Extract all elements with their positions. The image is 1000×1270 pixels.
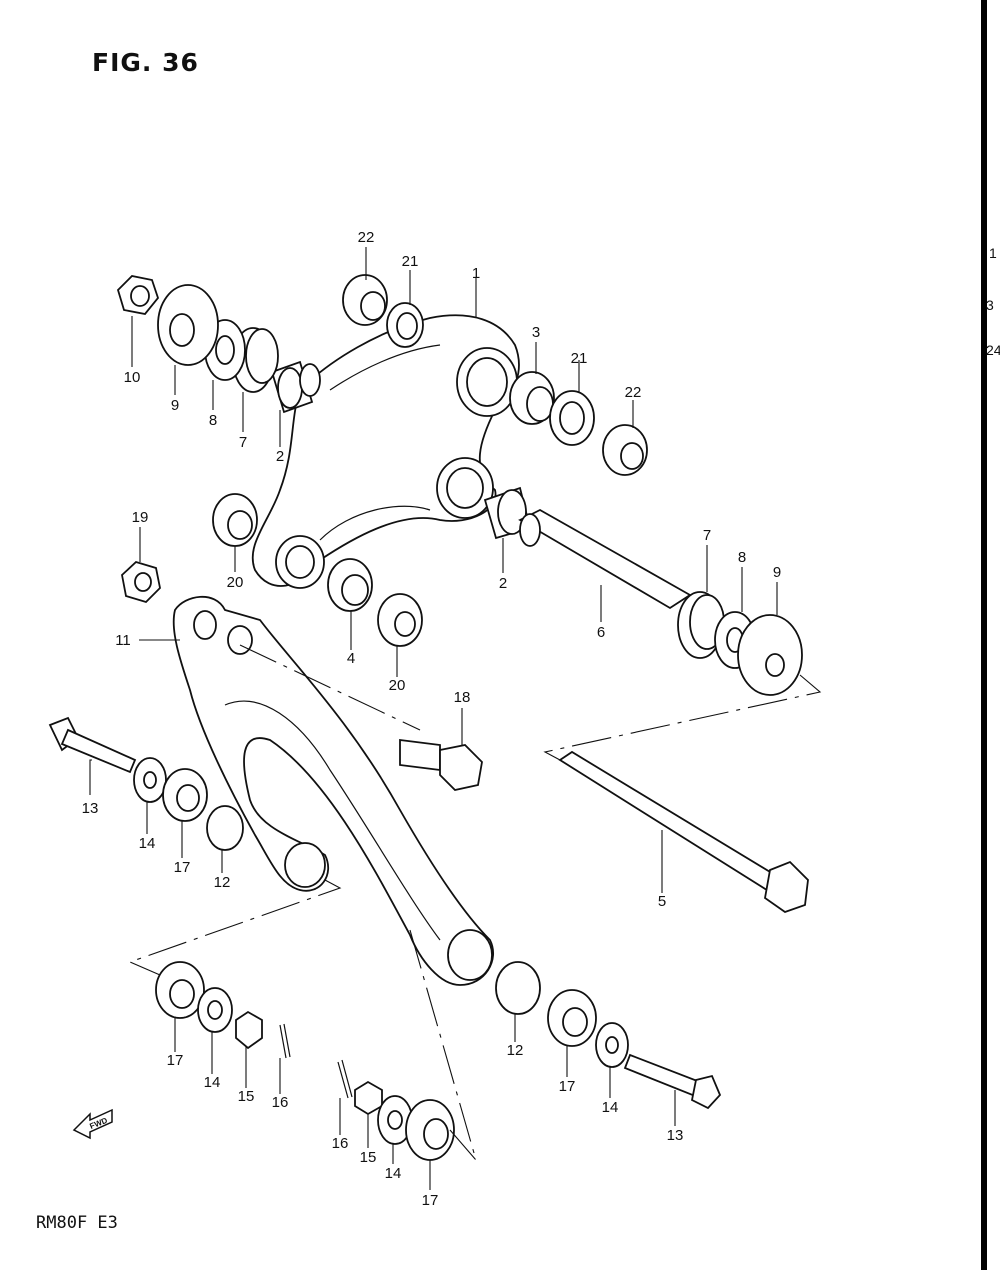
bolt-13-left xyxy=(48,716,137,774)
spacer-20-right xyxy=(377,593,423,647)
cushion-rod xyxy=(172,595,495,986)
callout-21-top: 21 xyxy=(402,253,419,270)
spacer-20-left xyxy=(212,493,258,547)
callout-13-left: 13 xyxy=(82,800,99,817)
callout-16-left: 16 xyxy=(272,1094,289,1111)
callout-17-center: 17 xyxy=(422,1192,439,1209)
callout-14-lower-right: 14 xyxy=(602,1099,619,1116)
callout-22-right: 22 xyxy=(625,384,642,401)
washer-14-lower-right xyxy=(595,1022,629,1068)
bushing-17-center xyxy=(405,1099,455,1161)
callout-7-right: 7 xyxy=(703,527,711,544)
callout-10: 10 xyxy=(124,369,141,386)
callout-1: 1 xyxy=(472,265,480,282)
seal-top xyxy=(386,302,424,348)
callout-4: 4 xyxy=(347,650,355,667)
callout-14-center: 14 xyxy=(385,1165,402,1182)
bushing-right xyxy=(509,371,555,425)
bolt-5 xyxy=(558,750,809,914)
dust-cap-left xyxy=(157,284,219,366)
bushing-12-left xyxy=(206,805,244,851)
dust-cap-right xyxy=(737,614,803,696)
assembly-line-3 xyxy=(409,929,477,1161)
nut-19 xyxy=(121,560,161,604)
spacer-top xyxy=(342,274,388,326)
cushion-lever xyxy=(251,314,520,589)
callout-21-right: 21 xyxy=(571,350,588,367)
callout-17-upper: 17 xyxy=(174,859,191,876)
nut-left xyxy=(116,275,160,315)
callout-8-right: 8 xyxy=(738,549,746,566)
washer-14-left xyxy=(133,757,167,803)
oil-seal-right xyxy=(677,591,725,659)
assembly-line-4 xyxy=(239,644,421,731)
bushing-17-lower-right xyxy=(547,989,597,1047)
edge-fragment-2: 3 xyxy=(986,297,994,313)
callout-14-lower-left: 14 xyxy=(204,1074,221,1091)
callout-9-right: 9 xyxy=(773,564,781,581)
callout-8-left: 8 xyxy=(209,412,217,429)
bolt-18 xyxy=(399,738,483,791)
figure-title: FIG. 36 xyxy=(92,48,199,77)
cotter-pin-left xyxy=(279,1023,291,1059)
washer-14-center xyxy=(377,1095,413,1145)
fwd-arrow-icon: FWD xyxy=(72,1108,113,1140)
spacer-right xyxy=(602,424,648,476)
bearing-lower xyxy=(483,486,532,540)
callout-20-left: 20 xyxy=(227,574,244,591)
callout-9-left: 9 xyxy=(171,397,179,414)
callout-12-right: 12 xyxy=(507,1042,524,1059)
castle-nut-center xyxy=(354,1080,383,1116)
callout-16-center: 16 xyxy=(332,1135,349,1152)
bushing-17-lower-left xyxy=(155,961,205,1019)
callout-7-left: 7 xyxy=(239,434,247,451)
callout-17-lower-left: 17 xyxy=(167,1052,184,1069)
pivot-shaft xyxy=(518,508,692,610)
callout-14-left: 14 xyxy=(139,835,156,852)
bushing-17-upper xyxy=(162,768,208,822)
callout-3: 3 xyxy=(532,324,540,341)
callout-20-right: 20 xyxy=(389,677,406,694)
callout-11: 11 xyxy=(115,632,131,649)
assembly-line-2 xyxy=(128,879,342,976)
bushing-12-right xyxy=(495,961,541,1015)
callout-6: 6 xyxy=(597,624,605,641)
callout-15-center: 15 xyxy=(360,1149,377,1166)
cotter-pin-center xyxy=(337,1059,353,1099)
callout-5: 5 xyxy=(658,893,666,910)
callout-19: 19 xyxy=(132,509,149,526)
page-edge-strip xyxy=(987,0,1000,1270)
washer-14-lower-left xyxy=(197,987,233,1033)
callout-17-lower-right: 17 xyxy=(559,1078,576,1095)
callout-22-top: 22 xyxy=(358,229,375,246)
edge-fragment-3: 24 xyxy=(986,342,1000,358)
callouts: 22 21 1 3 21 22 10 9 8 7 2 19 20 2 6 7 8… xyxy=(82,229,782,1209)
seal-right xyxy=(549,390,595,446)
assembly-line-1 xyxy=(543,674,822,761)
bolt-13-right xyxy=(623,1053,722,1110)
edge-fragment-1: 1 xyxy=(989,245,997,261)
leader-lines xyxy=(89,247,778,1190)
castle-nut-left xyxy=(235,1010,263,1050)
callout-2-left: 2 xyxy=(276,448,284,465)
callout-18: 18 xyxy=(454,689,471,706)
bearing-left xyxy=(270,360,321,414)
bushing-4 xyxy=(327,558,373,612)
callout-15-left: 15 xyxy=(238,1088,255,1105)
callout-12-left: 12 xyxy=(214,874,231,891)
callout-13-right: 13 xyxy=(667,1127,684,1144)
callout-2-lower: 2 xyxy=(499,575,507,592)
model-code: RM80F E3 xyxy=(36,1213,118,1233)
